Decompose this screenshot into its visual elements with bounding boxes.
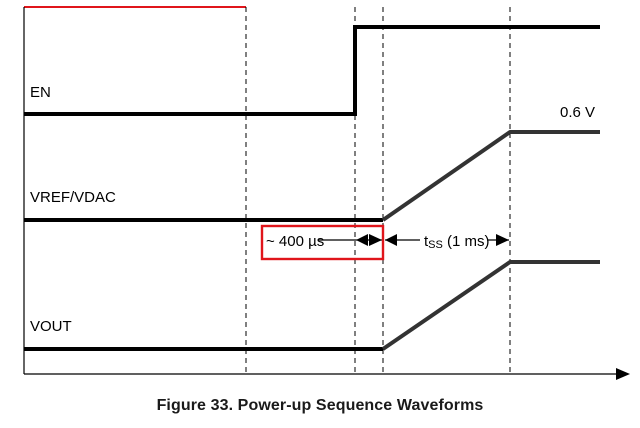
- vref-waveform-ramp: [381, 130, 600, 222]
- tss-arrowhead-right: [496, 234, 509, 246]
- tss-label: tSS (1 ms): [424, 233, 490, 251]
- time-axis-arrow: [616, 368, 630, 380]
- en-waveform: [24, 25, 600, 116]
- figure-caption: Figure 33. Power-up Sequence Waveforms: [156, 397, 484, 414]
- tss-arrowhead-left: [385, 234, 397, 246]
- vref-level-label: 0.6 V: [560, 104, 595, 121]
- delay-arrowhead-right: [369, 234, 382, 246]
- delay-label: ~ 400 µs: [266, 233, 324, 250]
- delay-arrowhead-left: [356, 234, 368, 246]
- vref-label: VREF/VDAC: [30, 189, 116, 206]
- en-label: EN: [30, 84, 51, 101]
- vout-waveform-ramp: [381, 260, 600, 351]
- highlight-box: [260, 224, 385, 261]
- vout-label: VOUT: [30, 318, 72, 335]
